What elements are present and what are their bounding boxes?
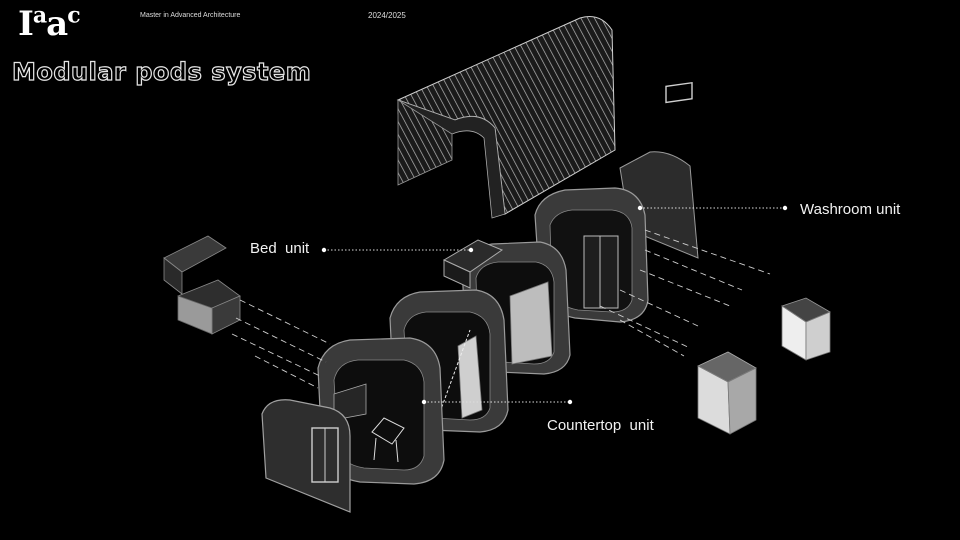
bed-box: [442, 239, 504, 289]
washroom-unit-label: Washroom unit: [800, 201, 901, 218]
program-name: Master in Advanced Architecture: [140, 12, 241, 19]
loose-panels-left: [163, 235, 241, 335]
countertop-unit-label: Countertop unit: [547, 417, 654, 434]
bed-unit-label: Bed unit: [250, 240, 310, 257]
front-door-wall: [261, 399, 351, 513]
academic-year: 2024/2025: [368, 11, 406, 20]
label-leaders: [321, 205, 788, 405]
roof-shell: [396, 16, 616, 219]
slide-title: Modular pods system: [11, 57, 312, 86]
assembly-guides: [231, 229, 771, 389]
loose-cubes-right: [697, 297, 831, 435]
iaac-logo: Iaac: [18, 2, 81, 44]
